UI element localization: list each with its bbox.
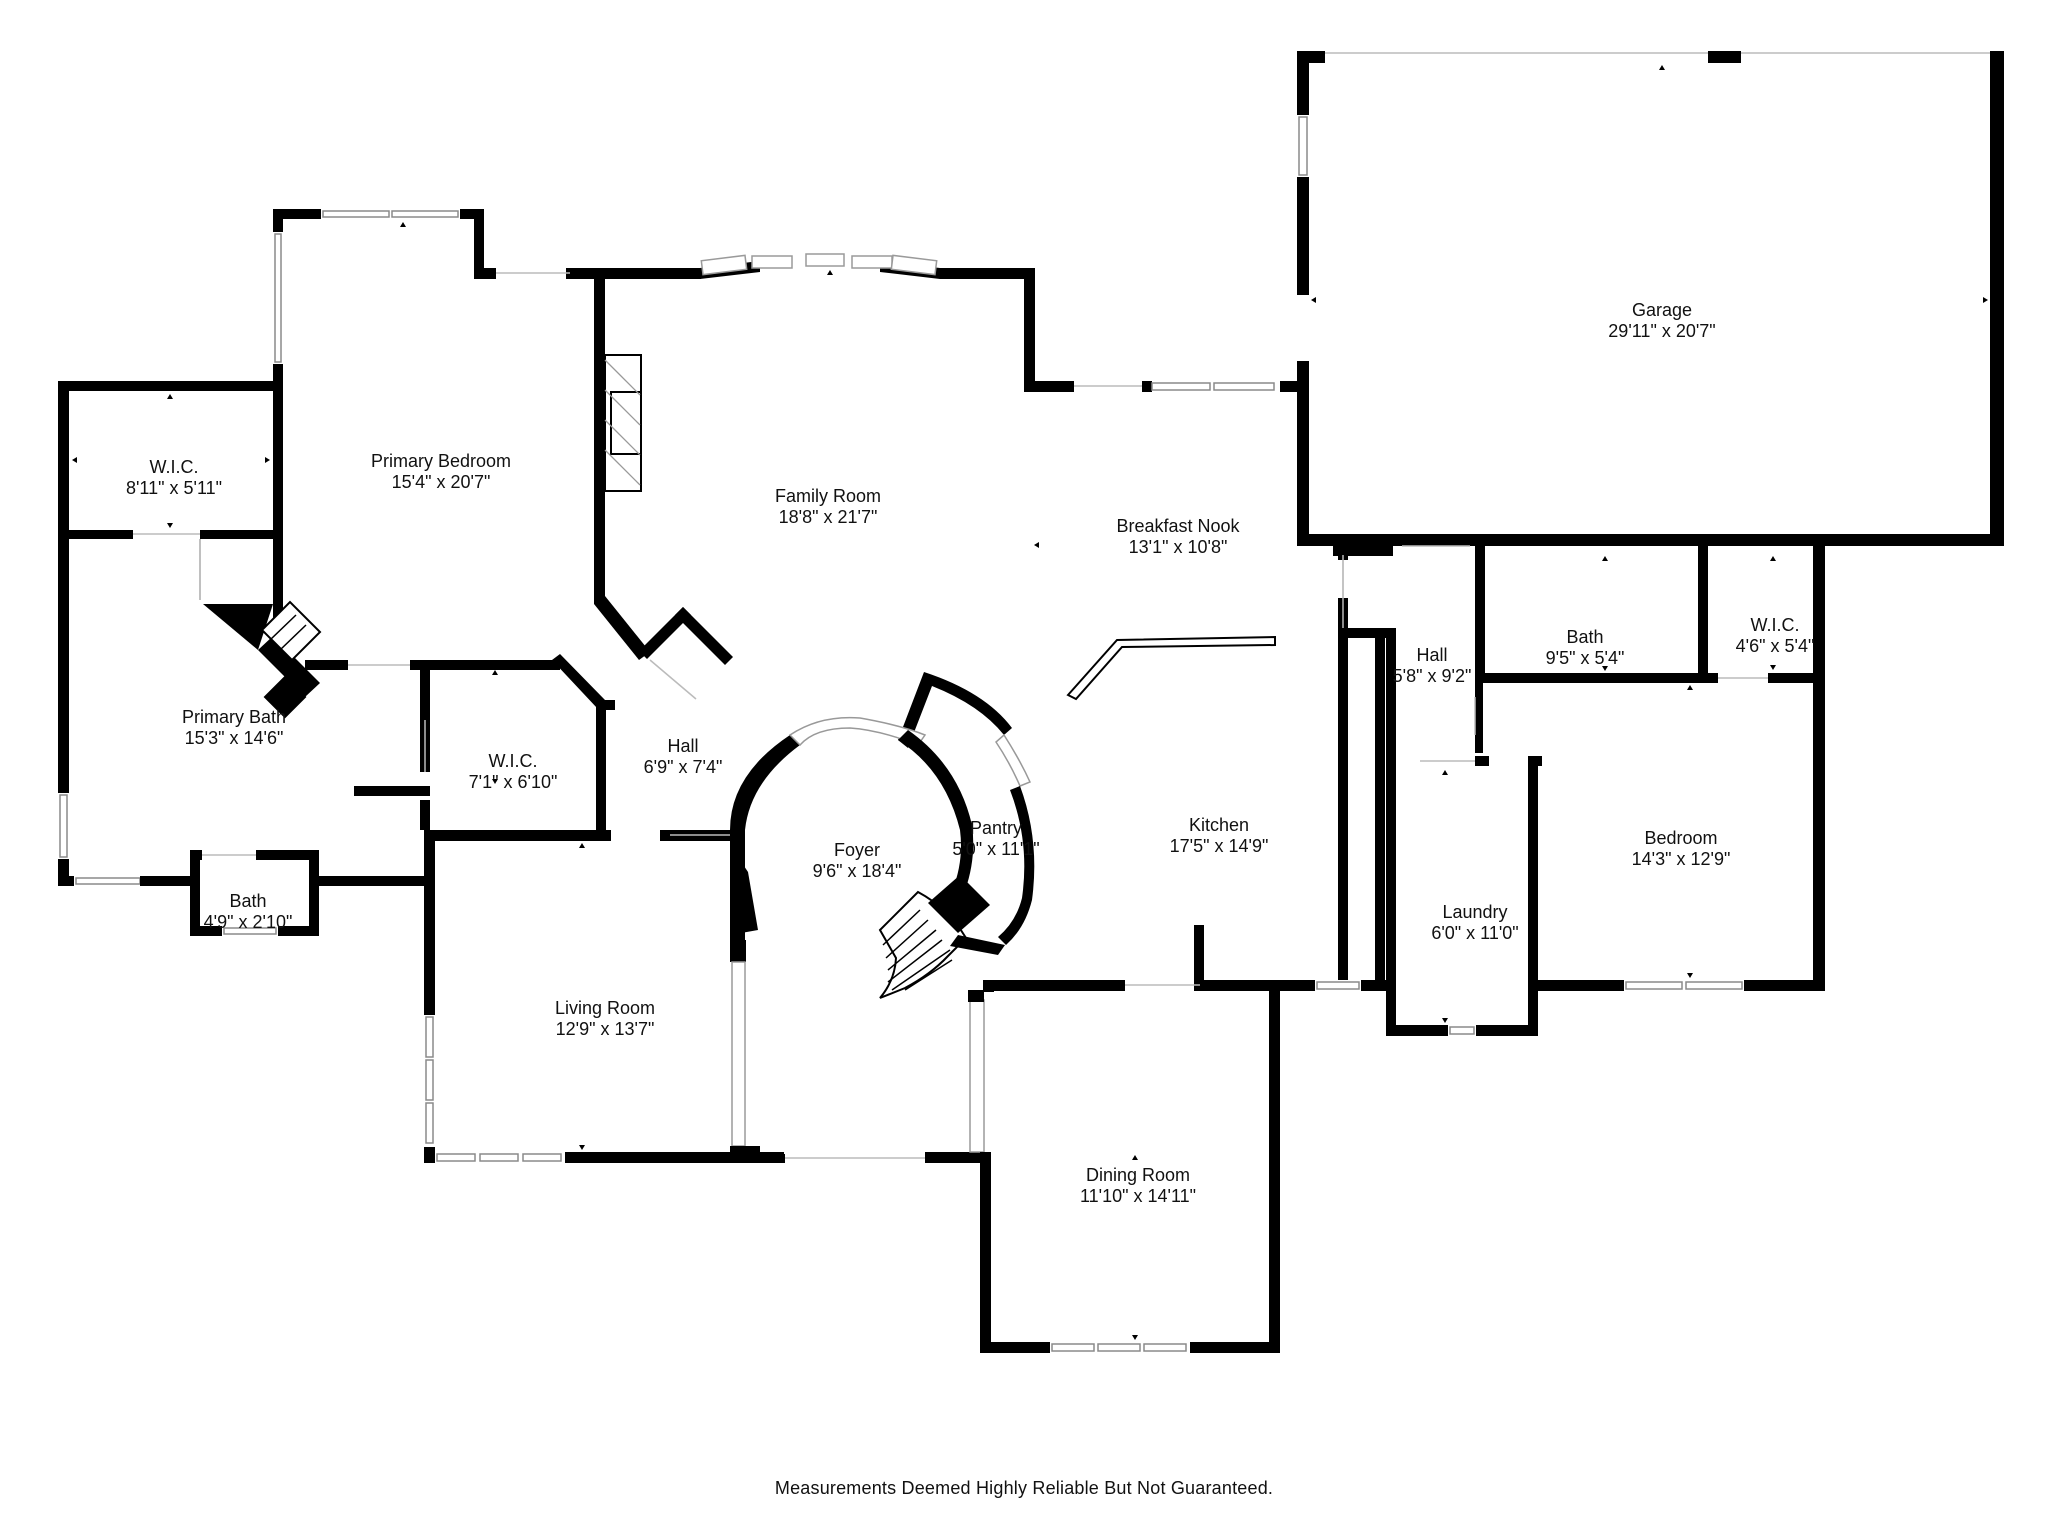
- pantry-stairs: [730, 672, 1035, 999]
- family-room-label: Family Room: [775, 486, 881, 506]
- foyer-dim: 9'6" x 18'4": [813, 861, 902, 881]
- left-wing-walls: [58, 209, 615, 936]
- living-room-dim: 12'9" x 13'7": [556, 1019, 655, 1039]
- primary-bedroom-dim: 15'4" x 20'7": [392, 472, 491, 492]
- bath-right-label: Bath: [1566, 627, 1603, 647]
- dimension-ticks: [72, 65, 1988, 1340]
- wic-main-label: W.I.C.: [150, 457, 199, 477]
- center-walls: [566, 253, 1386, 991]
- primary-bath-label: Primary Bath: [182, 707, 286, 727]
- hall-right-dim: 5'8" x 9'2": [1393, 666, 1472, 686]
- foyer-label: Foyer: [834, 840, 880, 860]
- wic-main-dim: 8'11" x 5'11": [126, 478, 222, 498]
- primary-bedroom-label: Primary Bedroom: [371, 451, 511, 471]
- bedroom-dim: 14'3" x 12'9": [1632, 849, 1731, 869]
- bath-small-label: Bath: [229, 891, 266, 911]
- primary-bath-dim: 15'3" x 14'6": [185, 728, 284, 748]
- bath-small-dim: 4'9" x 2'10": [204, 912, 293, 932]
- hall-right-label: Hall: [1416, 645, 1447, 665]
- wic-right-label: W.I.C.: [1751, 615, 1800, 635]
- living-room-label: Living Room: [555, 998, 655, 1018]
- laundry-dim: 6'0" x 11'0": [1431, 923, 1518, 943]
- hall-left-dim: 6'9" x 7'4": [644, 757, 723, 777]
- breakfast-nook-dim: 13'1" x 10'8": [1129, 537, 1228, 557]
- wic-small-dim: 7'1" x 6'10": [469, 772, 558, 792]
- wic-small-label: W.I.C.: [489, 751, 538, 771]
- room-labels: Garage 29'11" x 20'7" Family Room 18'8" …: [126, 300, 1814, 1206]
- garage-label: Garage: [1632, 300, 1692, 320]
- dining-room-dim: 11'10" x 14'11": [1080, 1186, 1196, 1206]
- disclaimer-text: Measurements Deemed Highly Reliable But …: [774, 1478, 1274, 1498]
- pantry-dim: 5'0" x 11'1": [952, 839, 1039, 859]
- hall-left-label: Hall: [667, 736, 698, 756]
- wic-right-dim: 4'6" x 5'4": [1736, 636, 1815, 656]
- pantry-label: Pantry: [970, 818, 1022, 838]
- family-room-dim: 18'8" x 21'7": [779, 507, 878, 527]
- dining-room-label: Dining Room: [1086, 1165, 1190, 1185]
- garage-dim: 29'11" x 20'7": [1608, 321, 1715, 341]
- kitchen-dim: 17'5" x 14'9": [1170, 836, 1269, 856]
- garage-walls: [1297, 51, 2004, 546]
- bath-right-dim: 9'5" x 5'4": [1546, 648, 1625, 668]
- bedroom-label: Bedroom: [1644, 828, 1717, 848]
- laundry-label: Laundry: [1442, 902, 1507, 922]
- lower-walls: [424, 830, 1280, 1353]
- kitchen-label: Kitchen: [1189, 815, 1249, 835]
- breakfast-nook-label: Breakfast Nook: [1116, 516, 1240, 536]
